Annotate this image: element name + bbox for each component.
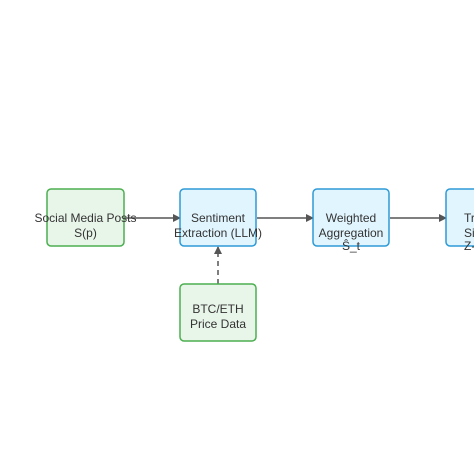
- node-sentiment-label-1: Sentiment: [191, 211, 246, 225]
- node-partial-right[interactable]: Tr Si Z-: [445, 188, 474, 253]
- node-partial-label-2: Si: [464, 226, 474, 240]
- node-price-box: [179, 283, 257, 342]
- node-price-label-2: Price Data: [190, 317, 246, 331]
- node-partial-box: [445, 188, 474, 247]
- node-partial-label-3: Z-: [464, 239, 474, 253]
- node-partial-label-1: Tr: [464, 211, 474, 225]
- node-aggregation-label-3: Ŝ_t: [342, 238, 361, 253]
- node-price-data[interactable]: BTC/ETH Price Data: [179, 283, 257, 342]
- node-sentiment-label-2: Extraction (LLM): [174, 226, 262, 240]
- node-price-label-1: BTC/ETH: [192, 302, 243, 316]
- node-sentiment-box: [179, 188, 257, 247]
- node-sentiment-extraction[interactable]: Sentiment Extraction (LLM): [174, 188, 262, 247]
- node-weighted-aggregation[interactable]: Weighted Aggregation Ŝ_t: [312, 188, 390, 253]
- node-social-box: [46, 188, 125, 247]
- node-social-label-2: S(p): [74, 226, 97, 240]
- node-aggregation-label-1: Weighted: [326, 211, 376, 225]
- node-aggregation-box: [312, 188, 390, 247]
- node-social-media-posts[interactable]: Social Media Posts S(p): [34, 188, 137, 247]
- node-social-label-1: Social Media Posts: [34, 211, 136, 225]
- node-aggregation-label-2: Aggregation: [319, 226, 384, 240]
